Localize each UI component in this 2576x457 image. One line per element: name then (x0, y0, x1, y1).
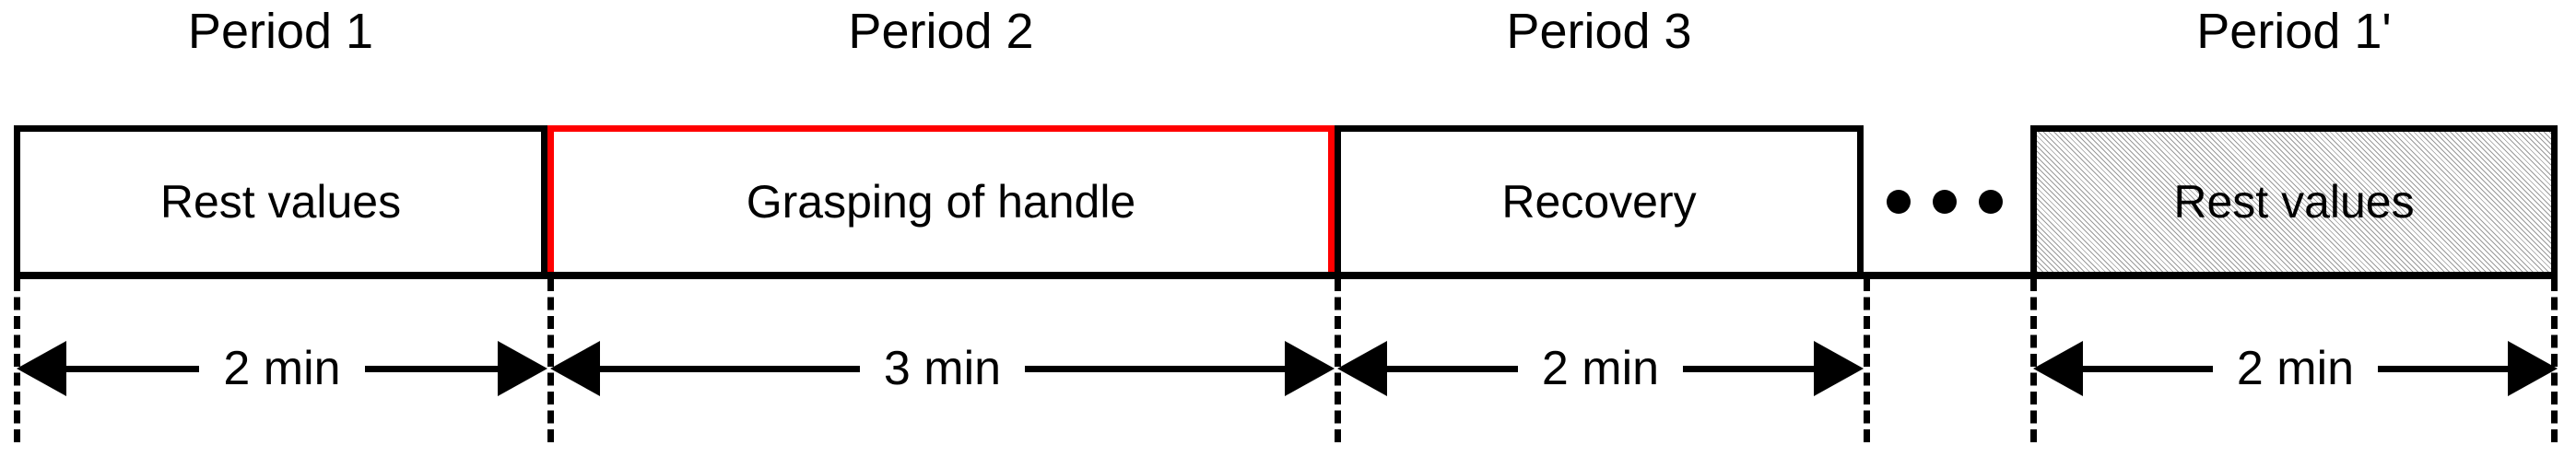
arrow-right-icon (2508, 341, 2558, 396)
period-box-1[interactable]: Rest values (14, 125, 547, 278)
arrow-shaft (1387, 365, 1518, 372)
period-box-2[interactable]: Grasping of handle (547, 125, 1335, 278)
boundary-tick-p3-end (1864, 278, 1870, 442)
duration-dimension-1: 2 min (17, 339, 547, 398)
duration-dimension-3: 2 min (1337, 339, 1864, 398)
period-title-1-prime: Period 1' (2196, 4, 2392, 59)
period-title-3: Period 3 (1506, 4, 1692, 59)
period-title-1: Period 1 (187, 4, 374, 59)
diagonal-hatch-pattern (2037, 132, 2551, 272)
arrow-right-icon (1814, 341, 1864, 396)
duration-label-1: 2 min (223, 342, 341, 395)
arrow-shaft (1683, 365, 1814, 372)
duration-dimension-2: 3 min (550, 339, 1335, 398)
duration-label-3: 2 min (1541, 342, 1660, 395)
arrow-shaft (1025, 365, 1285, 372)
period-box-label-1: Rest values (159, 176, 402, 228)
duration-label-2: 3 min (883, 342, 1002, 395)
period-box-3[interactable]: Recovery (1335, 125, 1864, 278)
period-box-1-prime[interactable]: Rest values (2030, 125, 2558, 278)
arrow-shaft (364, 365, 498, 372)
arrow-shaft (66, 365, 200, 372)
timeline-baseline (14, 272, 2558, 279)
arrow-shaft (2083, 365, 2213, 372)
horizontal-ellipsis-icon (1871, 125, 2018, 278)
arrow-left-icon (17, 341, 66, 396)
arrow-left-icon (2033, 341, 2083, 396)
duration-dimension-1-prime: 2 min (2033, 339, 2558, 398)
period-box-label-2: Grasping of handle (746, 176, 1136, 228)
period-title-2: Period 2 (848, 4, 1034, 59)
ellipsis-dot (1979, 190, 2003, 214)
arrow-right-icon (1285, 341, 1335, 396)
arrow-left-icon (550, 341, 600, 396)
arrow-shaft (2378, 365, 2508, 372)
ellipsis-dot (1933, 190, 1957, 214)
ellipsis-dot (1887, 190, 1911, 214)
period-box-label-1-prime: Rest values (2173, 176, 2415, 228)
arrow-shaft (600, 365, 860, 372)
duration-label-1-prime: 2 min (2236, 342, 2355, 395)
period-box-label-3: Recovery (1501, 176, 1697, 228)
arrow-left-icon (1337, 341, 1387, 396)
arrow-right-icon (498, 341, 547, 396)
